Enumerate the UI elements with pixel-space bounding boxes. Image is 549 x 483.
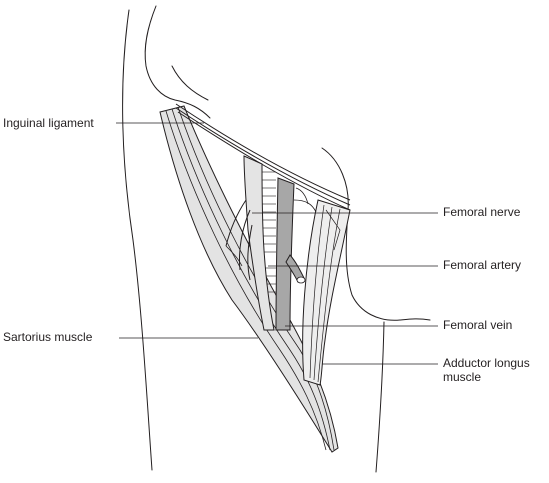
iliac-crest-outline [172, 66, 208, 100]
label-femoral-nerve: Femoral nerve [443, 205, 520, 219]
adductor-longus-muscle [303, 200, 350, 385]
femoral-vein-vessel [276, 178, 294, 330]
hip-outline [145, 6, 210, 118]
label-femoral-vein: Femoral vein [443, 318, 512, 332]
thigh-outline-left [123, 10, 152, 470]
label-adductor-longus-muscle: Adductor longus muscle [443, 356, 543, 384]
label-inguinal-ligament: Inguinal ligament [3, 116, 94, 130]
label-sartorius-muscle: Sartorius muscle [3, 330, 92, 344]
thigh-outline-right-lower [376, 322, 384, 472]
label-femoral-artery: Femoral artery [443, 258, 521, 272]
